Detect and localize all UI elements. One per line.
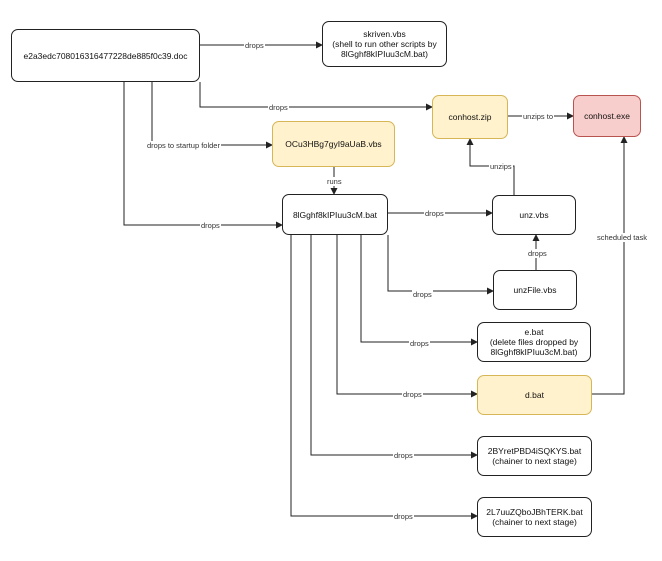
node-unzfile-vbs-label: unzFile.vbs bbox=[513, 285, 557, 295]
edge-doc-ocu bbox=[151, 82, 273, 149]
node-conhost-zip-label: conhost.zip bbox=[448, 112, 492, 122]
edge-label-doc-zip: drops bbox=[268, 103, 289, 112]
node-2l7uu-label: 2L7uuZQboJBhTERK.bat bbox=[486, 507, 583, 517]
edge-doc-zip bbox=[199, 82, 433, 111]
edge-label-bat-unz: drops bbox=[424, 209, 445, 218]
node-conhost-exe: conhost.exe bbox=[573, 95, 641, 137]
edge-label-bat-l7uu: drops bbox=[393, 512, 414, 521]
node-doc: e2a3edc708016316477228de885f0c39.doc bbox=[11, 29, 200, 82]
edge-label-doc-bat: drops bbox=[200, 221, 221, 230]
edge-label-ocu-bat: runs bbox=[326, 177, 343, 186]
edge-label-bat-unzfile: drops bbox=[412, 290, 433, 299]
node-2byret-sub1: (chainer to next stage) bbox=[492, 456, 577, 466]
node-ocu-vbs-label: OCu3HBg7gyI9aUaB.vbs bbox=[285, 139, 382, 149]
edge-label-bat-ebat: drops bbox=[409, 339, 430, 348]
node-2byret-bat: 2BYretPBD4iSQKYS.bat (chainer to next st… bbox=[477, 436, 592, 476]
edge-bat-dbat bbox=[336, 235, 478, 398]
edge-label-doc-skriven: drops bbox=[244, 41, 265, 50]
edge-label-unzfile-unz: drops bbox=[527, 249, 548, 258]
node-e-bat: e.bat (delete files dropped by 8lGghf8kI… bbox=[477, 322, 591, 362]
node-conhost-exe-label: conhost.exe bbox=[584, 111, 630, 121]
node-skriven: skriven.vbs (shell to run other scripts … bbox=[322, 21, 447, 67]
node-2l7uu-sub1: (chainer to next stage) bbox=[492, 517, 577, 527]
edge-bat-unzfile bbox=[387, 235, 494, 295]
node-e-bat-sub2: 8lGghf8kIPIuu3cM.bat) bbox=[490, 347, 578, 357]
edge-label-zip-exe: unzips to bbox=[522, 112, 555, 121]
edge-bat-byret bbox=[310, 235, 478, 459]
edge-dbat-exe bbox=[592, 136, 628, 395]
node-main-bat-label: 8lGghf8kIPIuu3cM.bat bbox=[292, 209, 378, 220]
node-e-bat-sub1: (delete files dropped by bbox=[489, 337, 579, 347]
node-ocu-vbs: OCu3HBg7gyI9aUaB.vbs bbox=[272, 121, 395, 167]
edge-label-bat-dbat: drops bbox=[402, 390, 423, 399]
node-unzfile-vbs: unzFile.vbs bbox=[493, 270, 577, 310]
node-doc-label: e2a3edc708016316477228de885f0c39.doc bbox=[23, 50, 188, 61]
node-d-bat: d.bat bbox=[477, 375, 592, 415]
edge-bat-l7uu bbox=[290, 235, 478, 520]
node-2byret-label: 2BYretPBD4iSQKYS.bat bbox=[487, 446, 582, 456]
node-conhost-zip: conhost.zip bbox=[432, 95, 508, 139]
node-d-bat-label: d.bat bbox=[525, 390, 544, 400]
edge-label-dbat-exe: scheduled task bbox=[596, 233, 649, 242]
edge-label-doc-ocu: drops to startup folder bbox=[146, 141, 221, 150]
node-main-bat: 8lGghf8kIPIuu3cM.bat bbox=[282, 194, 388, 235]
node-e-bat-label: e.bat bbox=[524, 327, 544, 337]
edge-bat-ebat bbox=[360, 235, 478, 346]
edge-label-bat-byret: drops bbox=[393, 451, 414, 460]
edge-label-unz-zip: unzips bbox=[489, 162, 513, 171]
node-skriven-sub1: (shell to run other scripts by bbox=[332, 39, 437, 49]
edge-doc-bat bbox=[123, 82, 283, 229]
node-unz-vbs: unz.vbs bbox=[492, 195, 576, 235]
node-2l7uu-bat: 2L7uuZQboJBhTERK.bat (chainer to next st… bbox=[477, 497, 592, 537]
node-skriven-label: skriven.vbs bbox=[363, 29, 406, 39]
node-unz-vbs-label: unz.vbs bbox=[519, 210, 549, 220]
node-skriven-sub2: 8lGghf8kIPIuu3cM.bat) bbox=[341, 49, 428, 59]
